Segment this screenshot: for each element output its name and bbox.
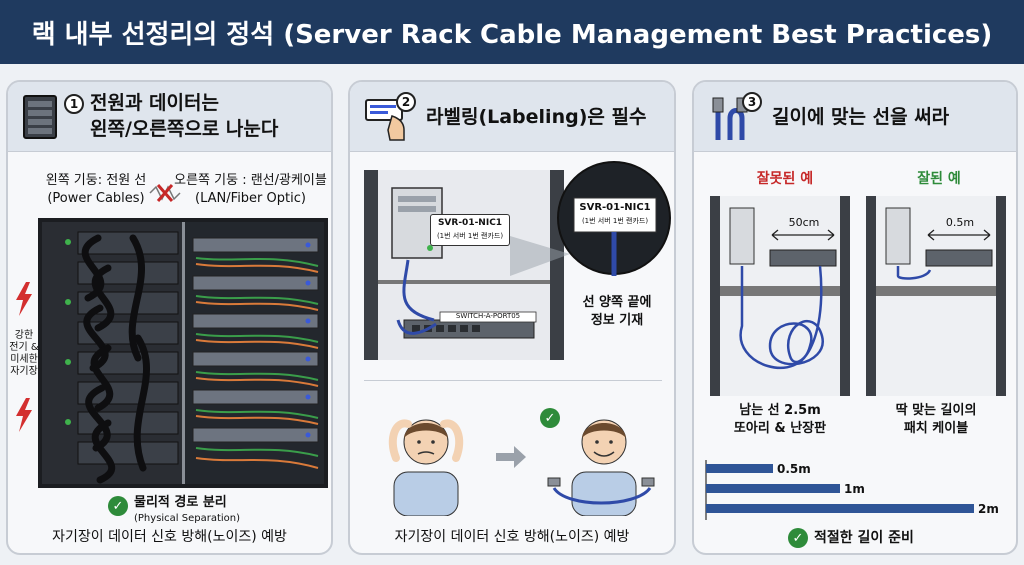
cable-length-chart: 0.5m 1m 2m — [705, 460, 999, 520]
panel-labeling: 2 라벨링(Labeling)은 필수 SWITCH-A-PORT05 SVR-… — [348, 80, 676, 555]
step-number-badge: 3 — [742, 92, 762, 112]
length-bar — [706, 504, 974, 513]
check-icon: ✓ — [788, 528, 808, 548]
arrow-right-icon — [496, 446, 526, 468]
good-desc-line1: 딱 맞는 길이의 — [895, 403, 977, 418]
left-column-sublabel: (Power Cables) — [47, 191, 145, 206]
length-bar — [706, 484, 840, 493]
tag-desc: (1번 서버 1번 랜카드) — [436, 232, 504, 240]
bad-length-label: 50cm — [788, 216, 820, 229]
panel-footer: 자기장이 데이터 신호 방해(노이즈) 예방 — [52, 529, 287, 545]
good-desc-line2: 패치 케이블 — [903, 421, 969, 436]
bad-example-rack — [710, 196, 850, 396]
interference-label: 강한 전기 & 미세한 자기장 — [9, 330, 39, 377]
panel-title: 길이에 맞는 선을 써라 — [772, 106, 950, 128]
zoom-connector — [510, 236, 570, 276]
title-bar: 랙 내부 선정리의 정석 (Server Rack Cable Manageme… — [0, 0, 1024, 64]
right-column-sublabel: (LAN/Fiber Optic) — [195, 191, 306, 206]
tag-id: SVR-01-NIC1 — [437, 218, 503, 228]
no-interference-icon — [149, 184, 181, 202]
confused-technician-illustration — [388, 419, 464, 516]
lightning-icon — [16, 398, 32, 432]
zoom-tag-id: SVR-01-NIC1 — [579, 202, 651, 213]
label-tag-hand-icon — [365, 99, 405, 141]
check-sublabel: (Physical Separation) — [134, 513, 241, 524]
info-text-line2: 정보 기재 — [590, 313, 644, 328]
panel-title: 라벨링(Labeling)은 필수 — [426, 106, 647, 128]
panel-title-line1: 전원과 데이터는 — [90, 92, 219, 114]
panel-footer: 자기장이 데이터 신호 방해(노이즈) 예방 — [394, 529, 630, 545]
check-icon: ✓ — [540, 408, 560, 428]
length-bar — [706, 464, 773, 473]
happy-technician-illustration — [547, 419, 655, 516]
good-example-label: 잘된 예 — [917, 171, 961, 187]
bad-desc-line1: 남는 선 2.5m — [739, 403, 821, 418]
step-number-badge: 1 — [64, 94, 84, 114]
length-bar-label: 1m — [844, 482, 865, 496]
panel-cable-length: 3 길이에 맞는 선을 써라 잘못된 예 잘된 예 50cm 0.5m 남는 선… — [692, 80, 1018, 555]
bad-desc-line2: 또아리 & 난장판 — [733, 421, 827, 436]
panel-title-line2: 왼쪽/오른쪽으로 나눈다 — [90, 118, 279, 140]
check-label: 물리적 경로 분리 — [134, 495, 227, 510]
panel-power-data-separation: 1 전원과 데이터는 왼쪽/오른쪽으로 나눈다 왼쪽 기둥: 전원 선 (Pow… — [6, 80, 333, 555]
page-title: 랙 내부 선정리의 정석 (Server Rack Cable Manageme… — [31, 19, 993, 50]
good-length-label: 0.5m — [945, 216, 975, 229]
divider — [364, 380, 662, 381]
zoom-tag-desc: (1번 서버 1번 랜카드) — [581, 217, 649, 225]
length-bar-label: 2m — [978, 502, 999, 516]
left-column-label: 왼쪽 기둥: 전원 선 — [45, 173, 147, 188]
check-icon: ✓ — [108, 496, 128, 516]
good-length-arrow — [927, 229, 991, 241]
info-text-line1: 선 양쪽 끝에 — [582, 295, 652, 310]
zoom-circle — [557, 161, 671, 276]
panel-footer: 적절한 길이 준비 — [814, 530, 914, 546]
length-bar-label: 0.5m — [777, 462, 811, 476]
good-example-rack — [866, 196, 1006, 396]
cable-label-tag: SVR-01-NIC1 (1번 서버 1번 랜카드) — [430, 214, 510, 246]
step-number-badge: 2 — [396, 92, 416, 112]
panel-header — [8, 82, 331, 152]
switch-port-tag: SWITCH-A-PORT05 — [455, 312, 521, 320]
lightning-icon — [16, 282, 32, 316]
server-rack-icon — [23, 95, 57, 139]
right-column-label: 오른쪽 기둥 : 랜선/광케이블 — [174, 173, 327, 188]
rack-cabling-illustration — [38, 218, 328, 488]
bad-length-arrow — [771, 229, 835, 241]
bad-example-label: 잘못된 예 — [756, 171, 814, 187]
